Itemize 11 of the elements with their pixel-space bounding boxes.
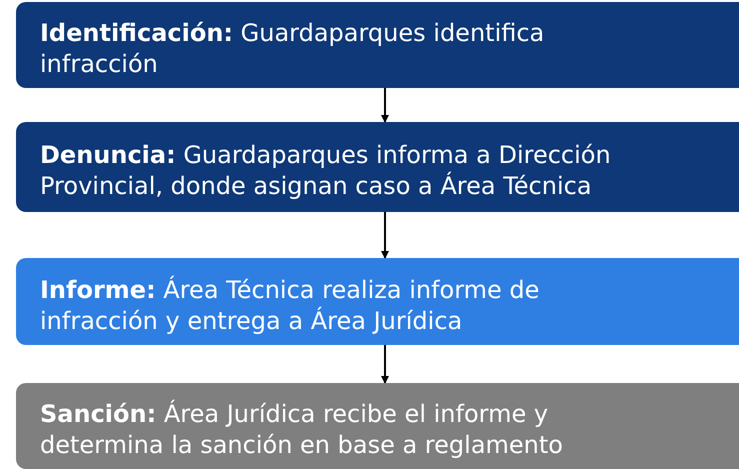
step-text: Denuncia: Guardaparques informa a Dirección Provincial, donde asignan caso a Área Técnica (40, 140, 612, 202)
arrow (381, 212, 389, 259)
arrow (381, 345, 389, 384)
step-text: Sanción: Área Jurídica recibe el informe y determina la sanción en base a reglamento (40, 399, 564, 461)
step-box (16, 2, 739, 88)
step-text: Informe: Área Técnica realiza informe de infracción y entrega a Área Jurídica (40, 274, 540, 336)
step-box (16, 122, 739, 212)
step-box (16, 258, 739, 345)
arrow (381, 88, 389, 123)
step-box (16, 383, 739, 469)
step-text: Identificación: Guardaparques identifica infracción (40, 18, 546, 80)
